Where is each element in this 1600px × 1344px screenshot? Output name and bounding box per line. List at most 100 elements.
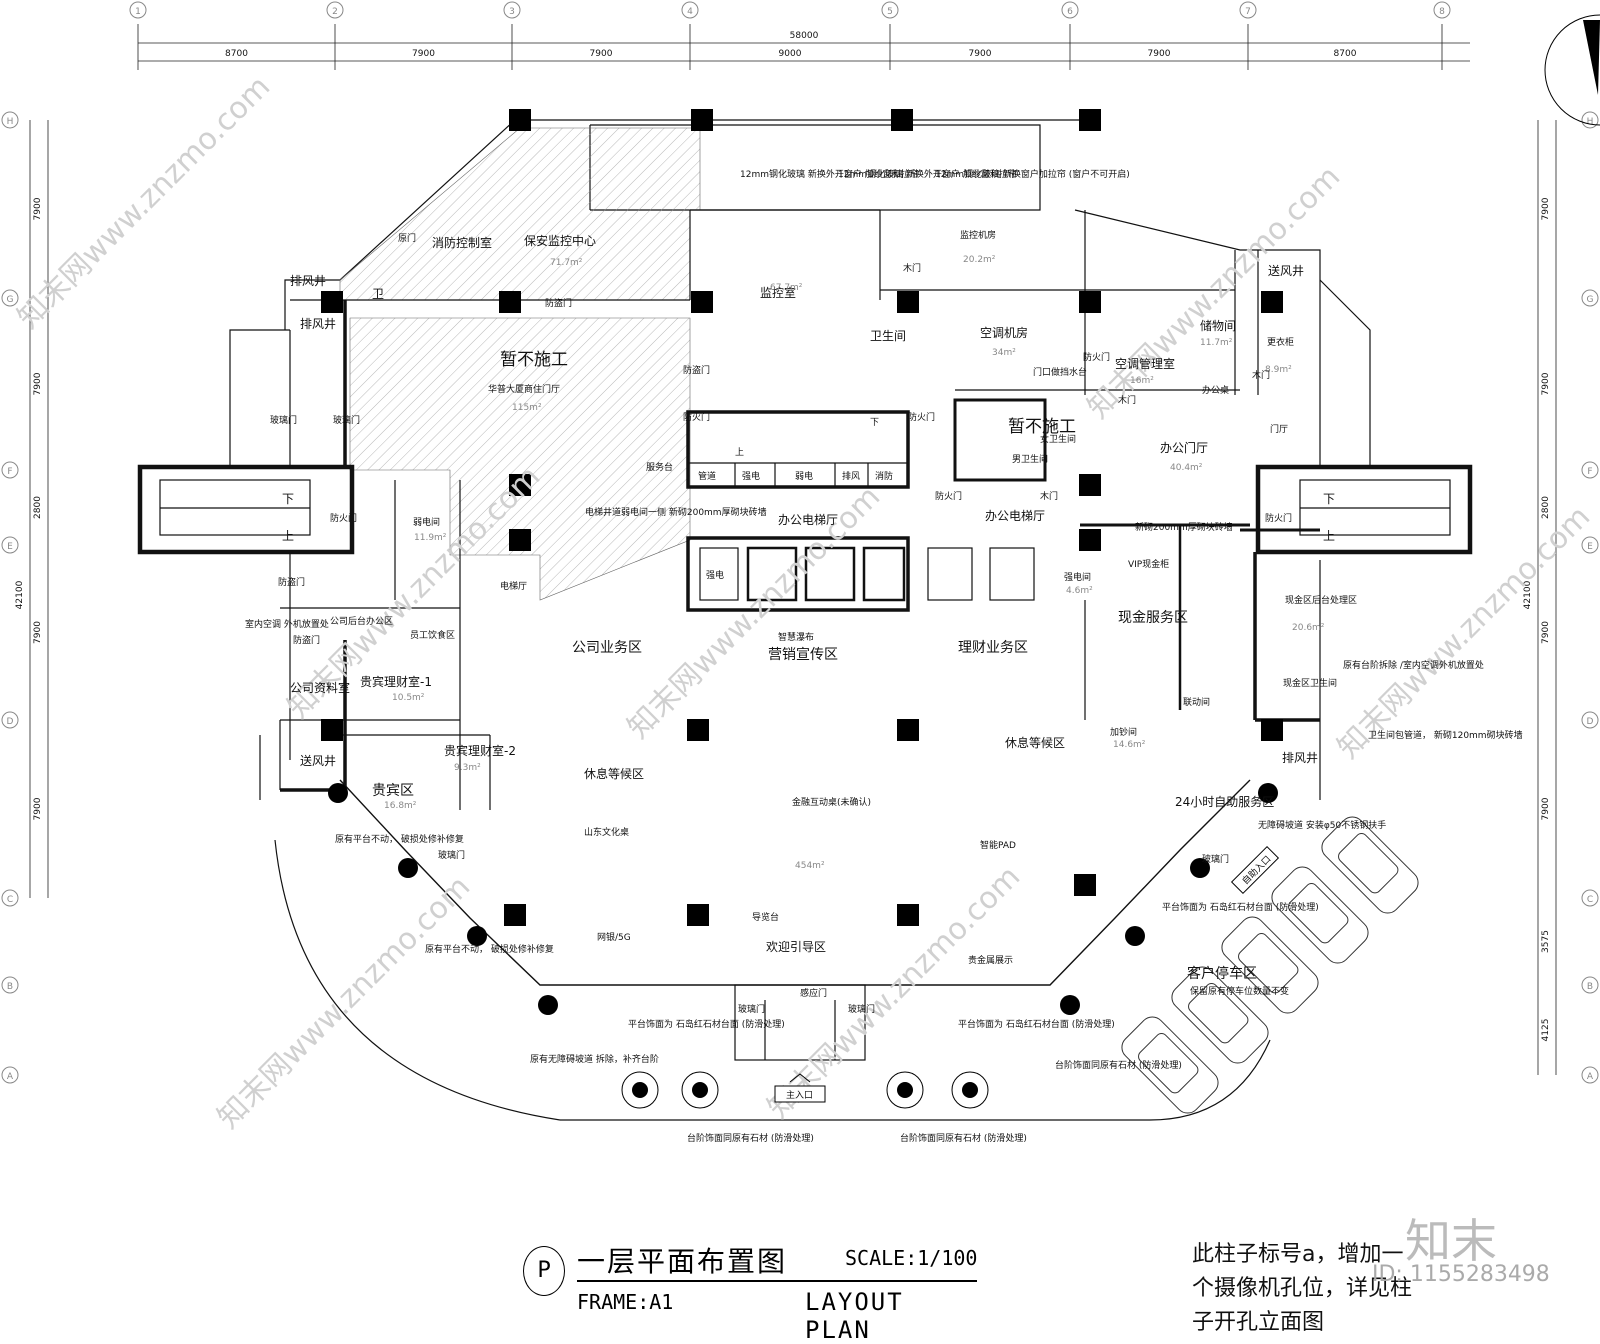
svg-text:上: 上 bbox=[735, 447, 744, 458]
column bbox=[1074, 874, 1096, 896]
svg-text:F: F bbox=[1587, 467, 1592, 477]
row-bubble: H bbox=[1, 111, 19, 129]
svg-text:防盗门: 防盗门 bbox=[545, 297, 572, 309]
svg-text:上: 上 bbox=[282, 529, 294, 543]
vip-wealth-2-area: 9.3m² bbox=[454, 763, 481, 773]
svg-text:7: 7 bbox=[1245, 7, 1251, 17]
svg-text:上: 上 bbox=[1323, 529, 1335, 543]
svg-text:4: 4 bbox=[687, 7, 693, 17]
svg-text:B: B bbox=[1587, 982, 1593, 992]
row-bubble: A bbox=[1, 1066, 19, 1084]
facade-column bbox=[1125, 926, 1145, 946]
backoffice-label: 公司后台办公区 bbox=[330, 615, 393, 627]
svg-text:台阶饰面同原有石材 (防滑处理): 台阶饰面同原有石材 (防滑处理) bbox=[687, 1132, 814, 1144]
side-dimensions bbox=[29, 120, 1557, 1075]
row-dim: 7900 bbox=[1541, 797, 1551, 820]
smart-waterfall-label: 智慧瀑布 bbox=[778, 631, 814, 643]
self-service-label: 24小时自助服务区 bbox=[1175, 794, 1274, 809]
brand-id: ID: 1155283498 bbox=[1372, 1262, 1550, 1287]
hvac-label: 空调机房 bbox=[980, 325, 1028, 340]
top-dimensions bbox=[137, 24, 1470, 70]
svg-text:防火门: 防火门 bbox=[683, 411, 710, 423]
svg-text:下: 下 bbox=[870, 418, 879, 428]
vip-wealth-1-label: 贵宾理财室-1 bbox=[360, 674, 432, 689]
svg-text:门厅: 门厅 bbox=[1270, 423, 1288, 435]
brand-logo: 知末 bbox=[1405, 1214, 1497, 1268]
svg-text:新砌200mm厚砌块砖墙: 新砌200mm厚砌块砖墙 bbox=[1135, 521, 1233, 533]
vip-cash-label: VIP现金柜 bbox=[1128, 558, 1169, 570]
column bbox=[1261, 291, 1283, 313]
svg-text:管道: 管道 bbox=[698, 470, 716, 482]
parked-car bbox=[1321, 816, 1419, 914]
svg-text:H: H bbox=[1587, 117, 1594, 127]
svg-text:3: 3 bbox=[509, 7, 515, 17]
row-dim: 7900 bbox=[33, 197, 43, 220]
parked-car bbox=[1121, 1016, 1219, 1114]
svg-text:木门: 木门 bbox=[903, 262, 921, 274]
svg-text:门口做挡水台: 门口做挡水台 bbox=[1033, 366, 1087, 378]
svg-text:原门: 原门 bbox=[398, 232, 416, 244]
storage-label: 储物间 bbox=[1200, 318, 1236, 333]
svg-text:平台饰面为 石岛红石材台面 (防滑处理): 平台饰面为 石岛红石材台面 (防滑处理) bbox=[1162, 901, 1319, 913]
locker-label: 更衣柜 bbox=[1267, 336, 1294, 348]
restroom-label: 卫生间 bbox=[870, 329, 906, 343]
office-lift-label: 办公电梯厅 bbox=[778, 512, 838, 527]
row-bubble: D bbox=[1581, 711, 1599, 729]
row-bubble: G bbox=[1, 289, 19, 307]
svg-text:木门: 木门 bbox=[1118, 394, 1136, 406]
cash-back-label: 现金区后台处理区 bbox=[1285, 594, 1357, 606]
parking-label: 客户停车区 bbox=[1187, 965, 1257, 982]
svg-text:防火门: 防火门 bbox=[908, 411, 935, 423]
net-bank-label: 网银/5G bbox=[597, 931, 631, 943]
parked-car bbox=[1171, 966, 1269, 1064]
female-wc-label: 女卫生间 bbox=[1040, 433, 1076, 445]
svg-text:防盗门: 防盗门 bbox=[293, 634, 320, 646]
annotations: 12mm钢化玻璃 新换外开窗户 加纱窗和拉帘 12mm钢化玻璃 新换外开窗户 加… bbox=[245, 168, 1523, 1144]
svg-text:平台饰面为 石岛红石材台面 (防滑处理): 平台饰面为 石岛红石材台面 (防滑处理) bbox=[958, 1018, 1115, 1030]
column-bubble: 1 bbox=[129, 1, 147, 19]
facade-column bbox=[328, 783, 348, 803]
row-dim: 7900 bbox=[1541, 372, 1551, 395]
column bbox=[897, 719, 919, 741]
exhaust-shaft-label: 排风井 bbox=[300, 317, 336, 331]
service-desk-label: 服务台 bbox=[646, 461, 673, 473]
row-bubble: D bbox=[1, 711, 19, 729]
svg-text:G: G bbox=[1587, 295, 1594, 305]
cash-service-label: 现金服务区 bbox=[1118, 610, 1188, 626]
vip-zone-label: 贵宾区 bbox=[372, 783, 414, 799]
drawing-title-en: LAYOUT PLAN bbox=[805, 1288, 904, 1344]
culture-table-label: 山东文化桌 bbox=[584, 826, 629, 838]
row-dim: 7900 bbox=[1541, 621, 1551, 644]
svg-text:A: A bbox=[1587, 1072, 1594, 1082]
svg-text:F: F bbox=[7, 467, 12, 477]
column-bubble: 3 bbox=[503, 1, 521, 19]
row-bubble: B bbox=[1, 976, 19, 994]
core-shaft-labels: 管道 强电 弱电 排风 消防 强电 bbox=[698, 470, 893, 581]
monitor-room-area: 67.7m² bbox=[770, 283, 803, 293]
svg-text:平台饰面为 石岛红石材台面 (防滑处理): 平台饰面为 石岛红石材台面 (防滑处理) bbox=[628, 1018, 785, 1030]
svg-text:防火门: 防火门 bbox=[935, 490, 962, 502]
watermarks: 知末网www.znzmo.com 知末网www.znzmo.com 知末网www… bbox=[11, 69, 1597, 1135]
svg-text:强电: 强电 bbox=[742, 470, 760, 482]
parking-note: 保留原有停车位数量不变 bbox=[1190, 985, 1289, 997]
parked-car bbox=[1221, 916, 1319, 1014]
svg-text:防火门: 防火门 bbox=[1265, 512, 1292, 524]
security-area: 71.7m² bbox=[550, 258, 583, 268]
drawing-title: 一层平面布置图 bbox=[577, 1245, 788, 1278]
column bbox=[1261, 719, 1283, 741]
svg-text:E: E bbox=[7, 542, 13, 552]
gold-display-label: 贵金属展示 bbox=[968, 954, 1013, 966]
column-bubble: 4 bbox=[681, 1, 699, 19]
row-bubble: C bbox=[1, 889, 19, 907]
bollard bbox=[951, 1071, 989, 1109]
svg-text:台阶饰面同原有石材 (防滑处理): 台阶饰面同原有石材 (防滑处理) bbox=[1055, 1059, 1182, 1071]
strong-room-label: 强电间 bbox=[1064, 571, 1091, 583]
svg-text:玻璃门: 玻璃门 bbox=[738, 1003, 765, 1015]
office-hall-area: 40.4m² bbox=[1170, 463, 1203, 473]
column bbox=[509, 529, 531, 551]
total-depth-dim-right: 42100 bbox=[1523, 580, 1533, 609]
svg-text:原有平台不动， 破损处修补修复: 原有平台不动， 破损处修补修复 bbox=[335, 833, 464, 845]
facade-column bbox=[1258, 783, 1278, 803]
facade-column bbox=[398, 858, 418, 878]
